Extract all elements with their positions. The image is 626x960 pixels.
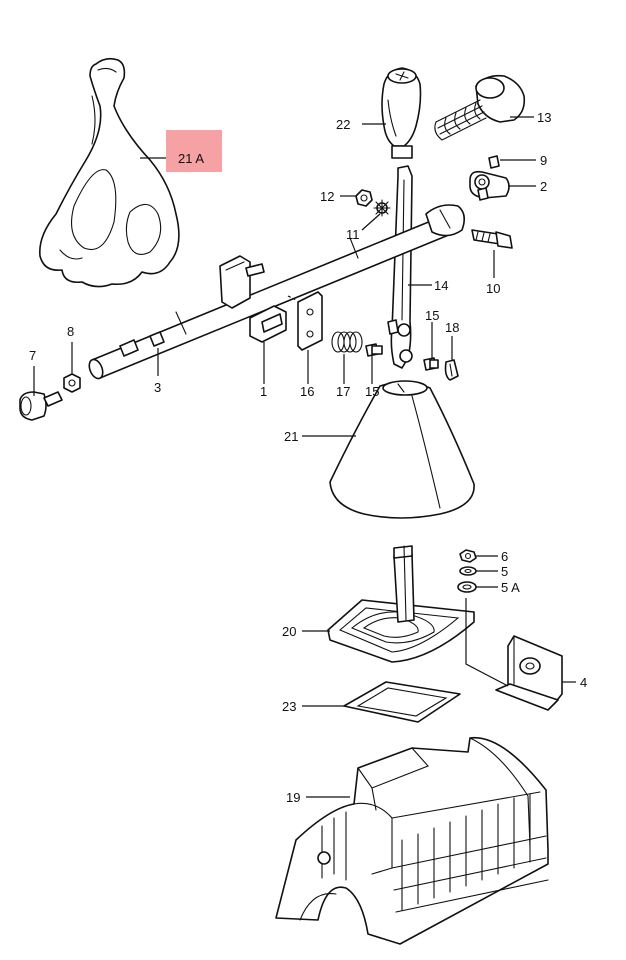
part-10-bolt[interactable] — [471, 229, 513, 249]
label-22[interactable]: 22 — [336, 117, 350, 132]
highlight-box-21a — [166, 130, 222, 172]
label-21[interactable]: 21 — [284, 429, 298, 444]
label-15a[interactable]: 15 — [425, 308, 439, 323]
label-9[interactable]: 9 — [540, 153, 547, 168]
label-7[interactable]: 7 — [29, 348, 36, 363]
part-22-gear-knob[interactable] — [381, 67, 422, 159]
label-20[interactable]: 20 — [282, 624, 296, 639]
part-21-rubber-boot[interactable] — [329, 380, 475, 519]
label-4[interactable]: 4 — [580, 675, 587, 690]
label-5[interactable]: 5 — [501, 564, 508, 579]
label-11[interactable]: 11 — [346, 227, 360, 242]
label-10[interactable]: 10 — [486, 281, 500, 296]
label-15b[interactable]: 15 — [365, 384, 379, 399]
label-5a[interactable]: 5 A — [501, 580, 520, 595]
label-6[interactable]: 6 — [501, 549, 508, 564]
leader-lines — [33, 116, 576, 798]
part-9-bushing[interactable] — [488, 155, 500, 169]
label-13[interactable]: 13 — [537, 110, 551, 125]
part-21a-knob-boot[interactable] — [39, 57, 180, 288]
label-18[interactable]: 18 — [445, 320, 459, 335]
label-1[interactable]: 1 — [260, 384, 267, 399]
part-14-shift-lever[interactable] — [387, 165, 413, 369]
part-4-bracket[interactable] — [465, 598, 563, 711]
part-3-shift-rod[interactable] — [87, 204, 466, 381]
label-16[interactable]: 16 — [300, 384, 314, 399]
label-23[interactable]: 23 — [282, 699, 296, 714]
part-20-lever-base[interactable] — [327, 545, 475, 663]
part-19-ribbed-cover[interactable] — [275, 737, 549, 945]
part-5a-washer[interactable] — [457, 581, 477, 593]
label-14[interactable]: 14 — [434, 278, 448, 293]
label-17[interactable]: 17 — [336, 384, 350, 399]
label-19[interactable]: 19 — [286, 790, 300, 805]
part-5-washer[interactable] — [459, 566, 477, 576]
part-18-clip[interactable] — [444, 359, 459, 381]
part-1-clevis[interactable] — [219, 255, 287, 343]
part-11-lock-washer[interactable] — [373, 199, 391, 217]
part-labels: 21 A 22 13 9 2 12 11 10 14 15 18 8 7 3 1… — [29, 110, 587, 805]
part-15-pin-right[interactable] — [423, 357, 439, 371]
part-8-nut[interactable] — [63, 373, 81, 393]
label-2[interactable]: 2 — [540, 179, 547, 194]
part-13-plunger[interactable] — [434, 74, 526, 141]
part-2-clamp[interactable] — [469, 170, 510, 201]
part-23-gasket[interactable] — [343, 681, 461, 723]
label-8[interactable]: 8 — [67, 324, 74, 339]
part-7-ball-socket[interactable] — [19, 391, 63, 421]
part-6-nut[interactable] — [459, 549, 477, 563]
label-12[interactable]: 12 — [320, 189, 334, 204]
label-3[interactable]: 3 — [154, 380, 161, 395]
label-21a[interactable]: 21 A — [178, 151, 204, 166]
part-16-plate[interactable] — [287, 291, 323, 351]
part-17-spring[interactable] — [331, 331, 363, 353]
part-15-pin-left[interactable] — [365, 343, 383, 357]
part-12-nut[interactable] — [355, 189, 373, 207]
